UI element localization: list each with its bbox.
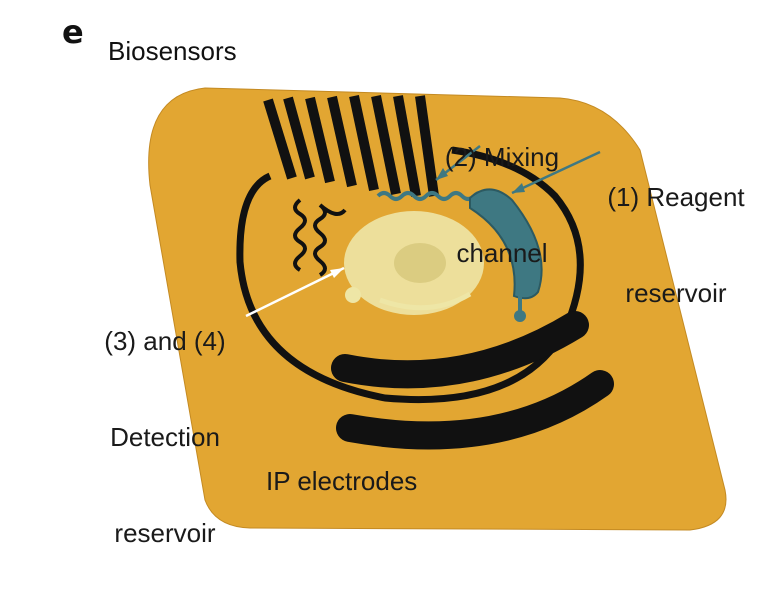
reagent-port <box>514 310 526 322</box>
mixing-label-line2: channel <box>456 238 548 268</box>
ip-electrodes-label: IP electrodes <box>266 466 418 496</box>
reagent-reservoir-label: (1) Reagent reservoir <box>596 117 756 373</box>
detection-reservoir-label: (3) and (4) Detection reservoir <box>76 261 254 613</box>
detection-label-line1: (3) and (4) <box>104 326 226 356</box>
figure-title: Biosensors <box>108 36 237 66</box>
mixing-label-line1: (2) Mixing <box>444 142 560 172</box>
ip-electrode-lower <box>336 370 614 450</box>
ip-electrode-upper <box>331 311 589 389</box>
biosensor-figure: e Biosensors (2) Mixing channel (1) Reag… <box>62 13 756 548</box>
mixing-channel <box>376 191 488 201</box>
connector-leads <box>263 94 439 197</box>
reagent-label-line2: reservoir <box>625 278 727 308</box>
detection-center <box>394 243 446 283</box>
biosensor-illustration <box>148 87 727 531</box>
serpentine-trace <box>293 198 347 277</box>
reagent-label-line1: (1) Reagent <box>607 182 745 212</box>
detection-port <box>345 287 361 303</box>
reagent-reservoir <box>469 188 543 300</box>
panel-letter: e <box>62 13 84 51</box>
outer-ring-trace <box>236 146 584 404</box>
detection-label-line2: Detection <box>110 422 220 452</box>
mixing-channel-label: (2) Mixing channel <box>430 77 574 333</box>
pointer-lines <box>245 145 601 318</box>
detection-arc <box>379 291 472 311</box>
detection-label-line3: reservoir <box>114 518 216 548</box>
